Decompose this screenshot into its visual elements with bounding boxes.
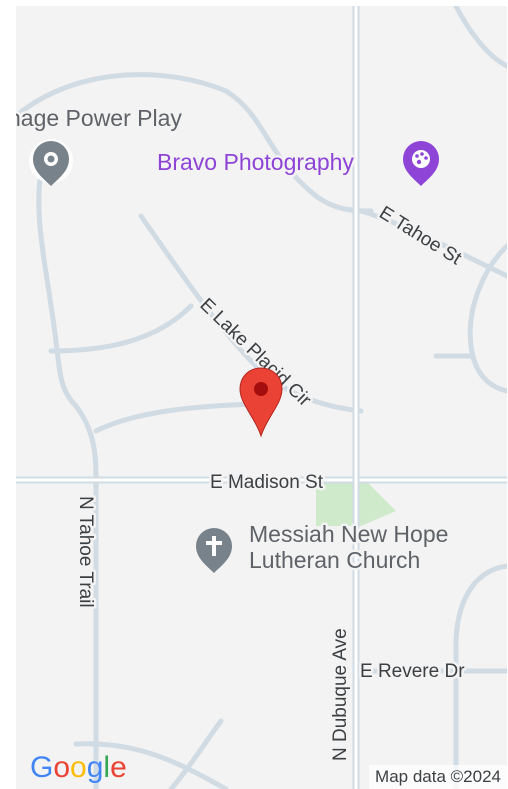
road-bottom-spur — [168, 718, 224, 789]
road-top-right — [453, 6, 507, 69]
poi-bravo-photography[interactable]: Bravo Photography — [155, 141, 439, 186]
attribution: Map data ©2024 — [369, 765, 507, 789]
map-view[interactable]: E Madison St E Tahoe St E Lake Placid Ci… — [16, 6, 507, 789]
poi-church-label-line2: Lutheran Church — [249, 547, 420, 573]
map-pin-icon[interactable] — [239, 367, 283, 438]
road-left-spur — [48, 303, 194, 354]
label-e-revere: E Revere Dr — [360, 661, 465, 682]
palette-icon — [403, 141, 439, 186]
road-right-loop — [467, 243, 507, 394]
poi-church-label-line1: Messiah New Hope — [249, 521, 448, 547]
minor-roads — [16, 6, 507, 789]
road-lake-placid — [138, 213, 364, 414]
road-bottom — [73, 741, 229, 789]
major-roads — [16, 6, 507, 789]
google-logo[interactable]: Google — [30, 751, 127, 784]
poi-church[interactable]: Messiah New Hope Lutheran Church — [196, 519, 451, 576]
road-tahoe-st — [358, 208, 507, 279]
road-lake-placid-west — [93, 401, 259, 434]
road-lower-right — [453, 563, 507, 789]
cross-icon — [196, 528, 232, 573]
road-top-loop — [16, 72, 374, 214]
label-n-tahoe-trail: N Tahoe Trail — [75, 496, 96, 608]
poi-bravo-label: Bravo Photography — [157, 149, 354, 175]
label-n-dubuque: N Dubuque Ave — [330, 628, 351, 761]
poi-power-play[interactable]: nage Power Play — [16, 103, 185, 186]
label-e-madison: E Madison St — [210, 472, 324, 493]
svg-text:Google: Google — [30, 751, 127, 784]
circle-dot-icon — [29, 139, 74, 186]
attribution-text: Map data ©2024 — [375, 767, 501, 786]
map-canvas: E Madison St E Tahoe St E Lake Placid Ci… — [16, 6, 507, 789]
poi-power-play-label: nage Power Play — [16, 105, 182, 131]
